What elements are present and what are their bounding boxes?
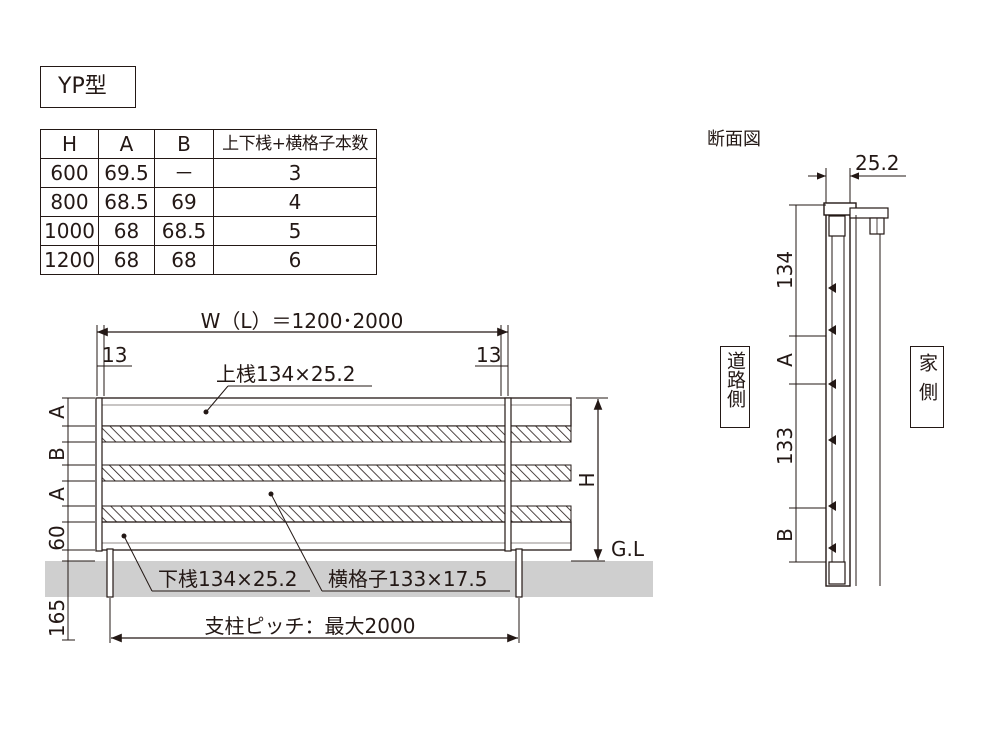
dim-165: 165 bbox=[45, 599, 69, 637]
cell-h: 1200 bbox=[40, 245, 99, 275]
road-side-text: 道路側 bbox=[724, 351, 746, 408]
cell-a: 69.5 bbox=[98, 158, 155, 188]
cs-slat-joint bbox=[828, 283, 836, 293]
cell-a: 68 bbox=[98, 245, 155, 275]
cell-count: 5 bbox=[213, 216, 377, 246]
slat-leader-dot bbox=[268, 491, 274, 497]
width-label: W（L）＝1200･2000 bbox=[201, 309, 404, 333]
bottom-rail-leader bbox=[123, 535, 153, 592]
cs-dim-133: 133 bbox=[773, 427, 797, 465]
cs-slat-joint bbox=[828, 543, 836, 553]
cell-b: 68 bbox=[154, 245, 214, 275]
left-margin-label: 13 bbox=[102, 343, 127, 367]
table-row: 800 68.5 69 4 bbox=[40, 187, 377, 217]
cell-a: 68.5 bbox=[98, 187, 155, 217]
bottom-rail-leader-dot bbox=[121, 533, 127, 539]
cs-slat-joint bbox=[828, 501, 836, 511]
dim-a-bottom: A bbox=[45, 487, 69, 501]
slat-leader bbox=[270, 493, 323, 592]
cs-bracket bbox=[849, 207, 889, 219]
cs-width-label: 25.2 bbox=[855, 151, 900, 175]
post-pitch-label: 支柱ピッチ：最大2000 bbox=[205, 614, 416, 638]
post-right bbox=[504, 397, 512, 552]
top-rail-label: 上桟134×25.2 bbox=[216, 362, 355, 386]
cs-slat-joint bbox=[828, 379, 836, 389]
house-side-label: 家側 bbox=[910, 346, 944, 428]
fence-type-label: YP型 bbox=[40, 66, 136, 108]
dim-a-top: A bbox=[45, 405, 69, 419]
right-margin-label: 13 bbox=[476, 343, 501, 367]
header-count: 上下桟+横格子本数 bbox=[213, 129, 377, 159]
road-side-label: 道路側 bbox=[720, 346, 750, 428]
cs-dim-134: 134 bbox=[773, 251, 797, 289]
cs-post-profile bbox=[825, 213, 851, 587]
cs-rail-bottom bbox=[828, 561, 846, 585]
cell-h: 800 bbox=[40, 187, 99, 217]
cs-rail-top bbox=[828, 215, 846, 237]
cross-section-title: 断面図 bbox=[707, 129, 761, 150]
post-foot-left bbox=[106, 548, 114, 598]
header-b: B bbox=[154, 129, 214, 159]
post-left bbox=[95, 397, 103, 552]
house-side-text: 家側 bbox=[916, 353, 938, 411]
cs-dim-b: B bbox=[773, 528, 797, 542]
ground-label: G.L bbox=[611, 537, 645, 561]
cell-b: 68.5 bbox=[154, 216, 214, 246]
top-rail bbox=[97, 397, 572, 427]
table-row: 600 69.5 － 3 bbox=[40, 158, 377, 188]
slat-label: 横格子133×17.5 bbox=[328, 567, 487, 591]
slat-1 bbox=[97, 425, 572, 443]
cs-slat-joint bbox=[828, 435, 836, 445]
cell-count: 3 bbox=[213, 158, 377, 188]
table-row: 1200 68 68 6 bbox=[40, 245, 377, 275]
cell-b: － bbox=[154, 158, 214, 188]
cell-count: 6 bbox=[213, 245, 377, 275]
height-label: H bbox=[575, 472, 599, 487]
bottom-rail bbox=[97, 521, 572, 551]
dim-60: 60 bbox=[45, 525, 69, 550]
spec-table: H A B 上下桟+横格子本数 600 69.5 － 3 800 68.5 69… bbox=[40, 129, 377, 275]
table-row: 1000 68 68.5 5 bbox=[40, 216, 377, 246]
top-rail-leader bbox=[205, 385, 229, 413]
top-rail-leader-dot bbox=[203, 409, 209, 415]
cell-a: 68 bbox=[98, 216, 155, 246]
slat-2 bbox=[97, 464, 572, 482]
dim-b: B bbox=[45, 447, 69, 461]
post-foot-right bbox=[515, 548, 523, 598]
cs-dim-a: A bbox=[773, 353, 797, 367]
cs-slat-joint bbox=[828, 325, 836, 335]
bottom-rail-label: 下桟134×25.2 bbox=[158, 567, 297, 591]
slat-3 bbox=[97, 505, 572, 523]
